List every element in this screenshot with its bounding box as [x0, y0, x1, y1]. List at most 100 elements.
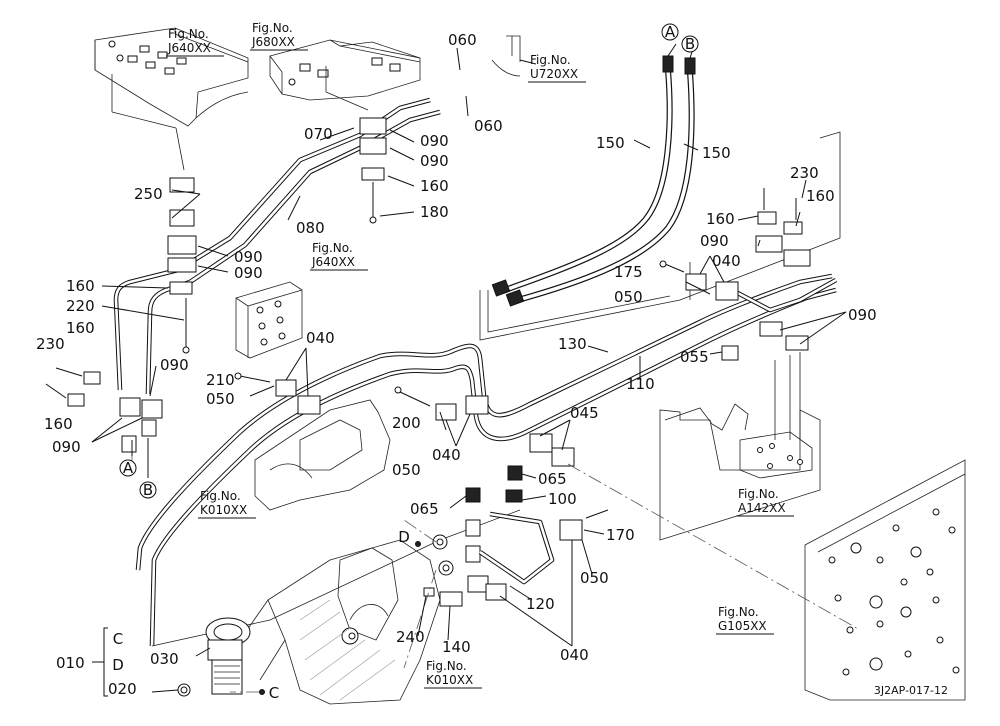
hose-150-b [515, 69, 695, 303]
valve-block-g105 [804, 459, 966, 701]
callout-030: 030 [150, 650, 179, 668]
callout-100: 100 [548, 490, 577, 508]
letter-d-bracket: D [112, 656, 124, 674]
callout-065: 065 [538, 470, 567, 488]
pipe-110 [149, 287, 837, 647]
figure-ref-label: Fig.No. [252, 21, 293, 35]
callout-140: 140 [442, 638, 471, 656]
frame-bracket-top-mid [269, 39, 421, 101]
callout-150: 150 [596, 134, 625, 152]
centerlines [111, 66, 861, 693]
callout-020: 020 [108, 680, 137, 698]
figure-ref-code: A142XX [738, 501, 786, 515]
figure-ref-code: U720XX [530, 67, 578, 81]
callout-130: 130 [558, 335, 587, 353]
callout-090: 090 [848, 306, 877, 324]
figure-ref-j640xx: Fig.No.J640XX [166, 27, 224, 57]
pipe-130 [135, 273, 833, 571]
callout-090: 090 [160, 356, 189, 374]
figure-ref-code: K010XX [426, 673, 473, 687]
callout-230: 230 [36, 335, 65, 353]
pipe-080 [145, 109, 441, 395]
clamps-040-mid [394, 386, 489, 421]
clamps-160-right [721, 188, 811, 361]
figure-ref-u720xx: Fig.No.U720XX [528, 53, 586, 83]
letter-c-bottom: C [269, 684, 279, 702]
leader-lines [91, 43, 847, 693]
figure-references: Fig.No.J640XXFig.No.J680XXFig.No.U720XXF… [166, 21, 794, 689]
callout-200: 200 [392, 414, 421, 432]
callout-050: 050 [614, 288, 643, 306]
callout-090: 090 [234, 248, 263, 266]
callout-040: 040 [712, 252, 741, 270]
fittings-center [423, 465, 555, 607]
callout-090: 090 [700, 232, 729, 250]
callout-180: 180 [420, 203, 449, 221]
letter-a-left: A [123, 459, 134, 477]
callout-110: 110 [626, 375, 655, 393]
hose-end-fittings [491, 55, 696, 307]
figure-ref-label: Fig.No. [530, 53, 571, 67]
callout-050: 050 [206, 390, 235, 408]
figure-ref-label: Fig.No. [200, 489, 241, 503]
callout-160: 160 [420, 177, 449, 195]
clamp-stack-top [359, 117, 387, 224]
clamp-lower-left [45, 367, 163, 453]
callout-040: 040 [432, 446, 461, 464]
clamps-040-right [659, 260, 739, 301]
callout-240: 240 [396, 628, 425, 646]
callout-080: 080 [296, 219, 325, 237]
figure-ref-code: J680XX [251, 35, 295, 49]
figure-ref-k010xx: Fig.No.K010XX [198, 489, 256, 519]
callout-055: 055 [680, 348, 709, 366]
callout-160: 160 [706, 210, 735, 228]
figure-ref-a142xx: Fig.No.A142XX [736, 487, 794, 517]
callout-160: 160 [66, 277, 95, 295]
figure-ref-code: G105XX [718, 619, 767, 633]
figure-ref-label: Fig.No. [168, 27, 209, 41]
letter-b-top: B [685, 35, 695, 53]
letter-a-top: A [665, 23, 676, 41]
figure-ref-code: J640XX [167, 41, 211, 55]
quick-coupler-030 [177, 617, 251, 697]
callout-065: 065 [410, 500, 439, 518]
callout-060: 060 [448, 31, 477, 49]
letter-circles [119, 23, 699, 695]
callout-120: 120 [526, 595, 555, 613]
callout-220: 220 [66, 297, 95, 315]
callout-040: 040 [306, 329, 335, 347]
callout-050: 050 [392, 461, 421, 479]
callout-090: 090 [234, 264, 263, 282]
callout-175: 175 [614, 263, 643, 281]
figure-ref-k010xx: Fig.No.K010XX [424, 659, 482, 689]
clamps-040-left [234, 372, 321, 415]
clamp-stack-left [167, 177, 197, 354]
callout-090: 090 [420, 152, 449, 170]
letter-labels: A B A B D C D C [112, 23, 695, 702]
drawing-code: 3J2AP-017-12 [874, 684, 948, 697]
callout-250: 250 [134, 185, 163, 203]
letter-b-left: B [143, 481, 153, 499]
callout-010: 010 [56, 654, 85, 672]
pipe-070 [113, 97, 431, 391]
figure-ref-g105xx: Fig.No.G105XX [716, 605, 774, 635]
callout-210: 210 [206, 371, 235, 389]
tank-top-right [491, 35, 521, 77]
letter-d-mid: D [398, 528, 410, 546]
callout-170: 170 [606, 526, 635, 544]
figure-ref-label: Fig.No. [718, 605, 759, 619]
figure-ref-code: K010XX [200, 503, 247, 517]
figure-ref-j640xx: Fig.No.J640XX [310, 241, 368, 271]
clamps-045-050 [529, 433, 609, 541]
callout-060: 060 [474, 117, 503, 135]
callout-160: 160 [66, 319, 95, 337]
figure-ref-label: Fig.No. [312, 241, 353, 255]
callout-230: 230 [790, 164, 819, 182]
callout-090: 090 [420, 132, 449, 150]
pipe-bottom-run [151, 509, 521, 647]
callout-160: 160 [44, 415, 73, 433]
bracket-a142 [659, 352, 821, 541]
